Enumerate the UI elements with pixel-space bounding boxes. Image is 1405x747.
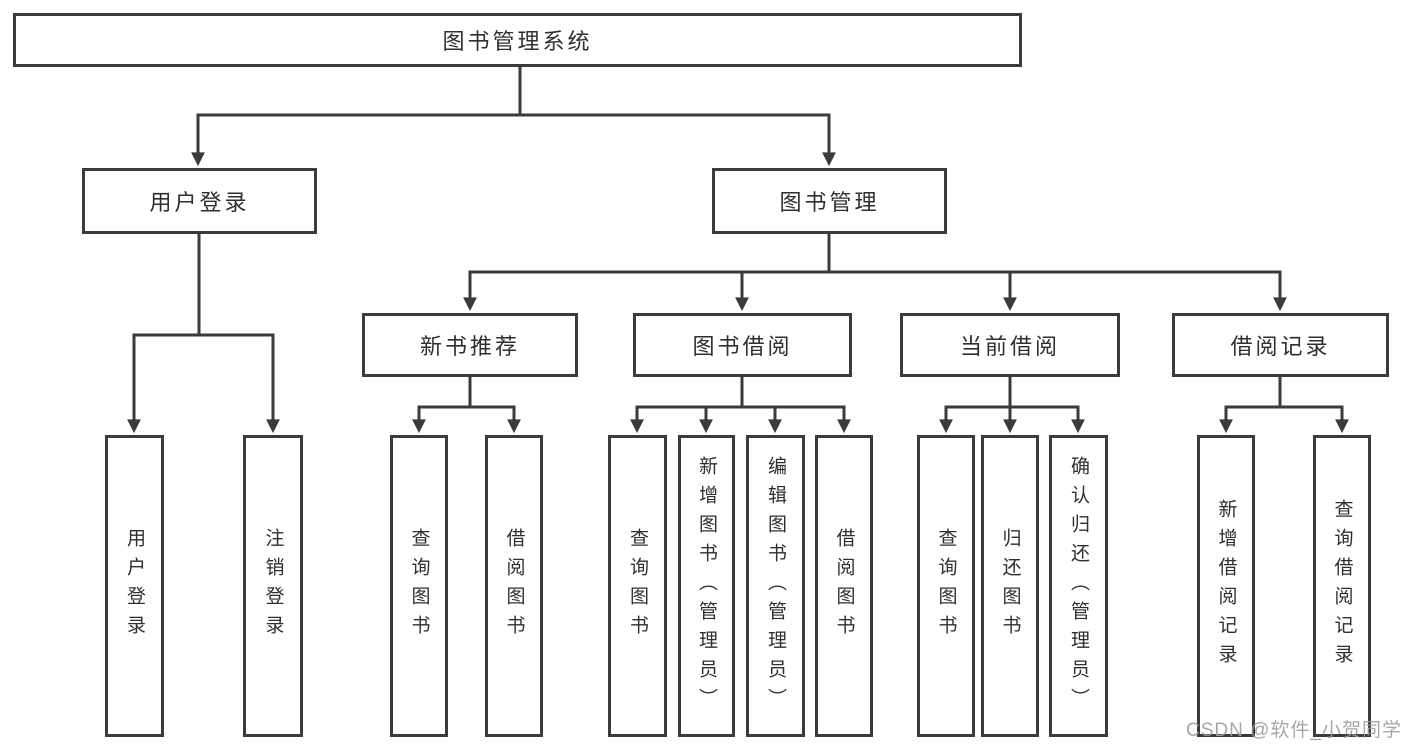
node-label: 当前借阅 [959, 334, 1060, 359]
node-label: 新书推荐 [419, 334, 520, 359]
node-current-borrowing: 当前借阅 [900, 313, 1120, 377]
node-return-books: 归还图书 [981, 435, 1039, 737]
node-confirm-return-admin: 确认归还（管理员） [1049, 435, 1108, 737]
node-label: 用户登录 [149, 190, 250, 215]
node-label: 借阅图书 [503, 528, 525, 644]
node-new-book-recommendation: 新书推荐 [362, 313, 578, 377]
node-label: 注销登录 [262, 528, 284, 644]
node-label: 借阅图书 [833, 528, 855, 644]
node-label: 借阅记录 [1230, 334, 1331, 359]
node-edit-books-admin: 编辑图书（管理员） [746, 435, 805, 737]
node-user-login: 用户登录 [82, 168, 317, 234]
node-label: 归还图书 [999, 528, 1021, 644]
node-search-books-1: 查询图书 [390, 435, 448, 737]
node-label: 用户登录 [124, 528, 145, 644]
node-label: 查询图书 [627, 528, 648, 644]
node-label: 查询图书 [408, 528, 430, 644]
node-label: 图书管理 [779, 190, 880, 215]
node-borrow-books-2: 借阅图书 [815, 435, 873, 737]
node-book-borrowing: 图书借阅 [633, 313, 852, 377]
node-add-borrow-record: 新增借阅记录 [1197, 435, 1255, 737]
node-search-books-3: 查询图书 [917, 435, 975, 737]
node-label: 图书管理系统 [442, 29, 593, 54]
node-label: 确认归还（管理员） [1068, 455, 1089, 717]
node-label: 图书借阅 [692, 334, 793, 359]
node-library-management-system: 图书管理系统 [13, 13, 1022, 67]
node-user-login-leaf: 用户登录 [105, 435, 164, 737]
node-search-books-2: 查询图书 [608, 435, 667, 737]
node-label: 查询借阅记录 [1331, 499, 1353, 673]
node-search-borrow-record: 查询借阅记录 [1313, 435, 1371, 737]
watermark-text: CSDN @软件_小贺同学 [1186, 720, 1402, 741]
node-borrow-books-1: 借阅图书 [485, 435, 543, 737]
node-label: 新增借阅记录 [1215, 499, 1237, 673]
node-book-management: 图书管理 [712, 168, 947, 234]
node-label: 编辑图书（管理员） [765, 455, 786, 717]
node-label: 新增图书（管理员） [696, 455, 717, 717]
node-add-books-admin: 新增图书（管理员） [678, 435, 735, 737]
node-borrowing-records: 借阅记录 [1172, 313, 1389, 377]
node-logout: 注销登录 [243, 435, 303, 737]
node-label: 查询图书 [935, 528, 957, 644]
